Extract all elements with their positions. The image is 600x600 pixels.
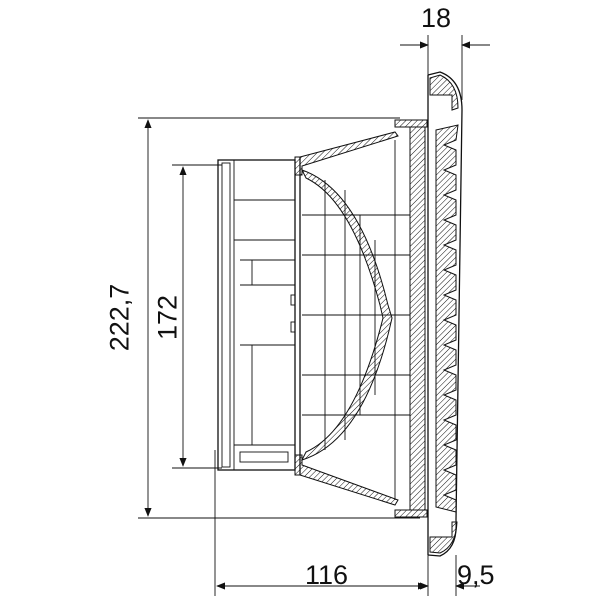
motor-body [217, 159, 296, 471]
dimension-label-116: 116 [305, 560, 349, 590]
dimension-222-7 [138, 117, 420, 519]
fan-housing [294, 119, 428, 518]
mounting-plate [409, 75, 429, 555]
dimension-label-18: 18 [421, 3, 452, 33]
dimension-label-172: 172 [152, 294, 183, 341]
dimension-172 [172, 164, 222, 469]
dimension-label-222-7: 222,7 [104, 283, 135, 352]
dimension-9-5 [406, 555, 480, 596]
dimension-18 [400, 35, 490, 100]
dimension-label-9-5: 9,5 [457, 560, 495, 590]
grille [427, 71, 463, 557]
